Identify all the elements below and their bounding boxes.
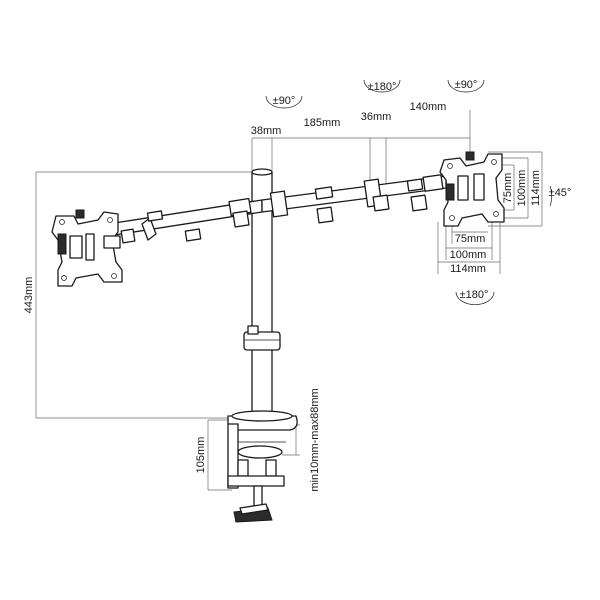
dimension-labels: ±90° ±180° ±90° 38mm 185mm 36mm 140mm ±4…: [23, 79, 571, 492]
vesa-height-100: 100mm: [516, 170, 528, 207]
desk-clamp: [227, 410, 298, 523]
desk-thickness-label: min10mm-max88mm: [309, 388, 321, 491]
segment-label-36: 36mm: [361, 111, 392, 123]
rotation-label-left-top: ±90°: [273, 95, 296, 107]
rotation-label-right-top: ±90°: [455, 79, 478, 91]
vertical-pole: [243, 168, 281, 421]
rotation-label-mid-top: ±180°: [368, 81, 397, 93]
dimension-lines: [35, 110, 543, 491]
clamp-label-105: 105mm: [195, 437, 207, 474]
vesa-width-114: 114mm: [450, 263, 486, 275]
swivel-label: ±180°: [460, 289, 489, 301]
right-vesa-plate: [439, 151, 505, 227]
vesa-width-75: 75mm: [455, 233, 486, 245]
vesa-height-114: 114mm: [530, 170, 542, 206]
left-arm: [107, 197, 263, 244]
height-label-443: 443mm: [23, 277, 35, 314]
vesa-width-100: 100mm: [450, 249, 487, 261]
vesa-height-75: 75mm: [502, 173, 514, 204]
tilt-label: ±45°: [549, 187, 572, 199]
rotation-arcs: [265, 79, 553, 305]
right-arm: [261, 174, 447, 224]
segment-label-38: 38mm: [251, 125, 282, 137]
segment-label-140: 140mm: [410, 101, 447, 113]
segment-label-185: 185mm: [304, 117, 341, 129]
left-vesa-plate: [51, 209, 123, 287]
